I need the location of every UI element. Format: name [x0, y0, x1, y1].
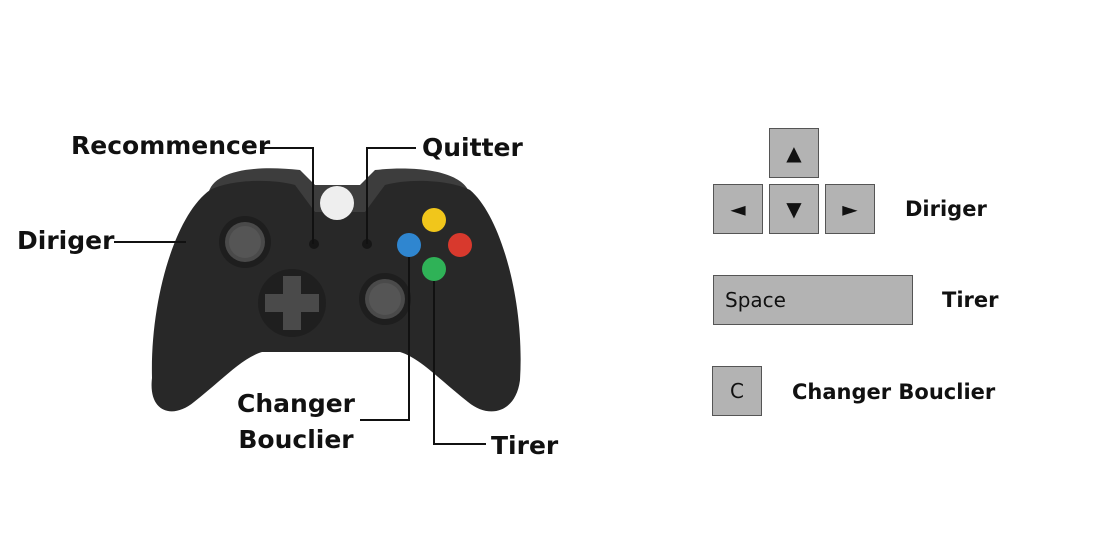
key-arrow-right: ► — [825, 184, 875, 234]
home-button — [320, 186, 354, 220]
label-steer: Diriger — [17, 226, 115, 255]
label-quit: Quitter — [422, 133, 523, 162]
label-change-shield-line1: Changer — [237, 389, 355, 418]
label-change-shield: Changer Bouclier — [236, 386, 356, 458]
label-restart: Recommencer — [71, 131, 271, 160]
key-arrow-down: ▼ — [769, 184, 819, 234]
button-b — [448, 233, 472, 257]
dpad — [265, 276, 319, 330]
label-fire: Tirer — [491, 431, 559, 460]
button-a — [422, 257, 446, 281]
leader-line-quit — [366, 147, 416, 244]
key-c: C — [712, 366, 762, 416]
button-x — [397, 233, 421, 257]
label-c-change-shield: Changer Bouclier — [792, 380, 996, 404]
key-arrow-up: ▲ — [769, 128, 819, 178]
label-arrows-steer: Diriger — [905, 197, 987, 221]
leader-line-fire — [433, 281, 486, 445]
key-arrow-left: ◄ — [713, 184, 763, 234]
button-y — [422, 208, 446, 232]
label-space-fire: Tirer — [942, 288, 999, 312]
label-change-shield-line2: Bouclier — [238, 425, 354, 454]
leader-line-restart — [262, 147, 314, 244]
key-space: Space — [713, 275, 913, 325]
leader-line-shield — [360, 257, 410, 421]
